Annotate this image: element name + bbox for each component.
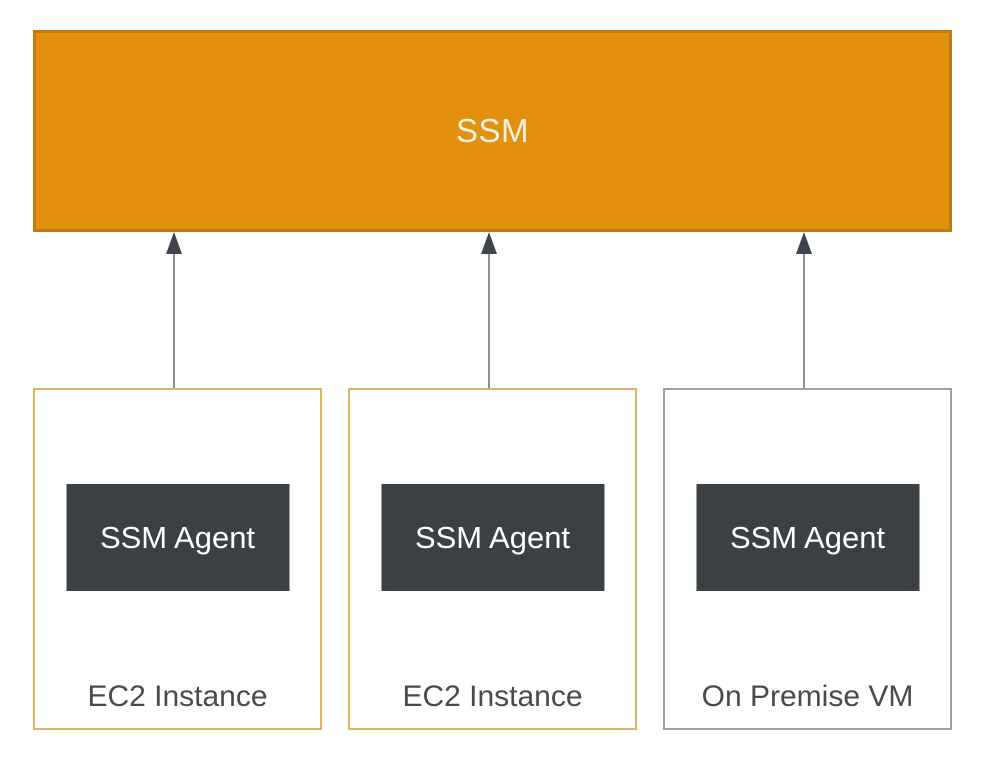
ssm-service-box: SSM: [33, 30, 952, 232]
ssm-agent-box: SSM Agent: [696, 484, 919, 591]
ssm-agent-label: SSM Agent: [729, 519, 886, 555]
host-box-ec2-2: SSM Agent EC2 Instance: [348, 388, 637, 730]
host-label: On Premise VM: [701, 680, 914, 713]
ssm-agent-box: SSM Agent: [66, 484, 289, 591]
ssm-agent-box: SSM Agent: [381, 484, 604, 591]
host-box-onpremise-vm: SSM Agent On Premise VM: [663, 388, 952, 730]
host-box-ec2-1: SSM Agent EC2 Instance: [33, 388, 322, 730]
host-label: EC2 Instance: [87, 680, 268, 713]
ssm-agent-label: SSM Agent: [99, 519, 256, 555]
ssm-agent-label: SSM Agent: [414, 519, 571, 555]
ssm-service-label: SSM: [455, 112, 529, 149]
host-label: EC2 Instance: [402, 680, 583, 713]
